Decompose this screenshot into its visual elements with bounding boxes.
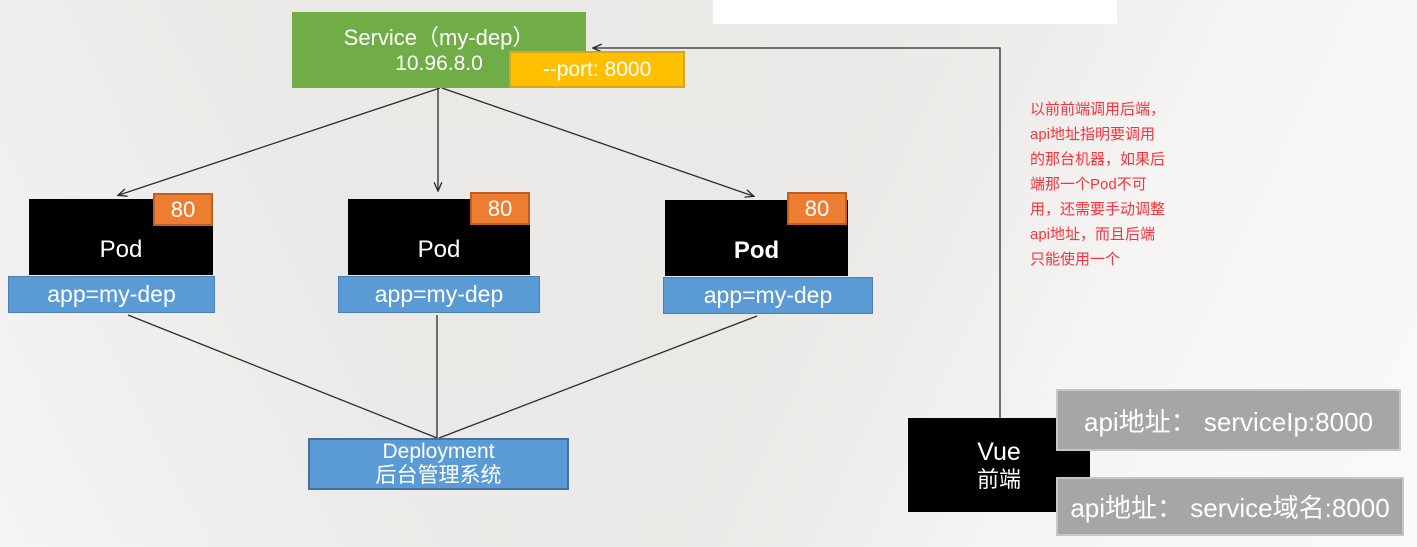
line-pod-3-to-deployment: [438, 315, 758, 439]
pod-2-selector-label[interactable]: app=my-dep: [338, 276, 540, 313]
pod-2-port-label: 80: [487, 195, 513, 221]
deployment-title: Deployment: [382, 440, 495, 463]
pod-1-port-label: 80: [170, 196, 196, 222]
deployment-node[interactable]: Deployment 后台管理系统: [308, 438, 569, 490]
annotation-line: 端那一个Pod不可: [1030, 176, 1147, 193]
deployment-subtitle: 后台管理系统: [375, 464, 502, 487]
api-note-service-ip-text: api地址： serviceIp:8000: [1083, 406, 1374, 437]
pod-2-port-badge[interactable]: 80: [470, 192, 530, 225]
service-port-badge[interactable]: --port: 8000: [509, 51, 685, 88]
annotation-line: 的那台机器，如果后: [1030, 151, 1166, 168]
arrow-vue-to-service: [594, 48, 1001, 418]
api-note-service-ip[interactable]: api地址： serviceIp:8000: [1056, 389, 1401, 451]
api-note-service-domain-text: api地址： service域名:8000: [1070, 493, 1390, 523]
service-ip: 10.96.8.0: [395, 51, 483, 75]
service-port-label: --port: 8000: [542, 57, 652, 81]
annotation-line: 用，还需要手动调整: [1030, 201, 1166, 218]
vue-title: Vue: [977, 437, 1021, 466]
pod-1-port-badge[interactable]: 80: [153, 193, 213, 226]
pod-3-port-badge[interactable]: 80: [787, 192, 847, 225]
annotation-line: api地址指明要调用: [1030, 126, 1156, 143]
line-pod-1-to-deployment: [127, 314, 438, 439]
pod-3-port-label: 80: [804, 195, 830, 221]
pod-2-selector-text: app=my-dep: [374, 281, 504, 307]
api-note-service-domain[interactable]: api地址： service域名:8000: [1056, 477, 1404, 536]
pod-1-selector-text: app=my-dep: [47, 281, 176, 307]
pod-1-name: Pod: [99, 236, 143, 263]
pod-1-selector-label[interactable]: app=my-dep: [8, 276, 215, 313]
pod-3-name: Pod: [733, 237, 780, 264]
arrow-service-to-pod-3: [441, 87, 753, 196]
pod-3-selector-label[interactable]: app=my-dep: [663, 277, 873, 314]
annotation-line: 只能使用一个: [1030, 251, 1121, 268]
annotation-line: 以前前端调用后端，: [1030, 101, 1166, 118]
pod-3-selector-text: app=my-dep: [703, 282, 833, 308]
top-right-white-strip: [713, 0, 1117, 24]
pod-2-name: Pod: [417, 236, 461, 263]
vue-subtitle: 前端: [976, 466, 1021, 492]
annotation-text-block: 以前前端调用后端， api地址指明要调用 的那台机器，如果后 端那一个Pod不可…: [1030, 97, 1210, 272]
service-title: Service（my-dep）: [343, 24, 535, 50]
arrow-service-to-pod-1: [119, 87, 441, 195]
annotation-line: api地址，而且后端: [1030, 226, 1156, 243]
